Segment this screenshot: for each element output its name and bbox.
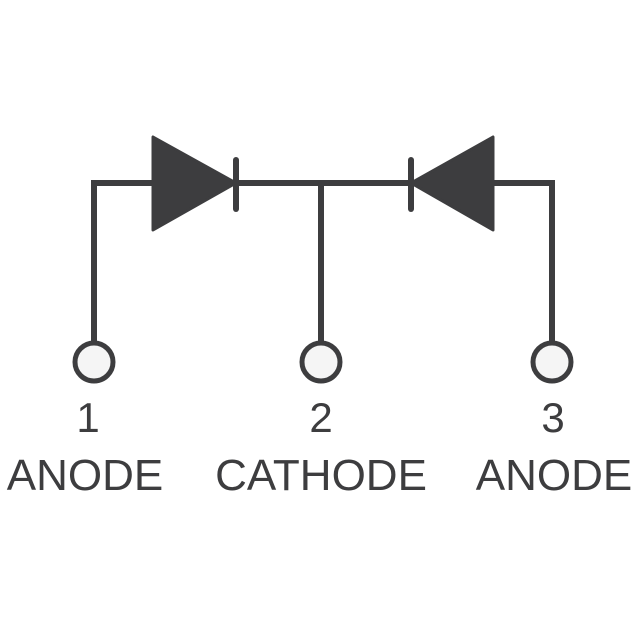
pin1-label: ANODE [7, 451, 163, 500]
diode-2 [408, 135, 495, 232]
pin2-label: CATHODE [215, 451, 427, 500]
pin3-terminal-icon [530, 340, 574, 384]
pin1-terminal-icon [72, 340, 116, 384]
pin1-number: 1 [76, 394, 99, 441]
pin-labels: ANODE CATHODE ANODE [7, 451, 632, 500]
pin1-wire [91, 180, 156, 346]
diode-1-triangle-icon [151, 135, 238, 232]
pin3-label: ANODE [476, 451, 632, 500]
pin-numbers: 1 2 3 [76, 394, 564, 441]
pin2-terminal-icon [299, 340, 343, 384]
diode-1 [151, 135, 239, 232]
pin2-number: 2 [309, 394, 332, 441]
wires [91, 180, 555, 346]
diode-2-triangle-icon [409, 135, 495, 232]
pin3-wire [490, 180, 555, 346]
pin3-number: 3 [541, 394, 564, 441]
terminals [72, 340, 574, 384]
